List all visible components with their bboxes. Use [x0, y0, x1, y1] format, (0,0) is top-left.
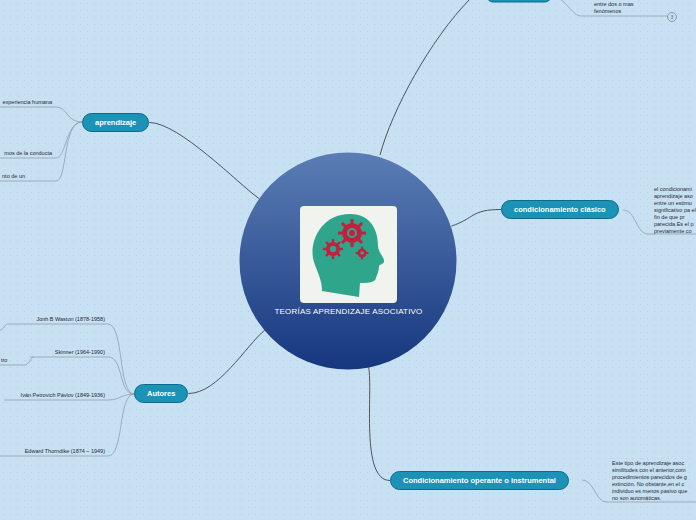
- central-topic: TEORÍAS APRENDIZAJE ASOCIATIVO: [240, 152, 457, 369]
- leaf-text: entre dos o mas fenómenos: [594, 1, 638, 15]
- leaf-text: experiencia humana: [2, 99, 52, 106]
- leaf-text: el condicionami aprendizaje aso entre un…: [654, 186, 696, 235]
- branch-text: Autores: [147, 389, 175, 398]
- leaf-text: nto de un: [2, 173, 25, 180]
- branch-connector: [188, 330, 265, 394]
- leaf-text: tro: [1, 357, 7, 364]
- branch-pill: condicionamiento clásico: [501, 200, 619, 219]
- leaf-text: Iván Petrovich Pávlov (1849-1936): [21, 392, 105, 399]
- branch-text: aprendizaje: [95, 118, 136, 127]
- topic-title: TEORÍAS APRENDIZAJE ASOCIATIVO: [240, 307, 457, 316]
- leaf-text: Jonh B Waston (1878-1958): [36, 316, 105, 323]
- branch-connector: [369, 367, 390, 480]
- branch-pill: aprendizaje: [82, 113, 149, 132]
- leaf-text: Edward Thorndike (1874 – 1949): [25, 448, 105, 455]
- callout-number: 3: [667, 12, 677, 22]
- branch-text: Condicionamiento operante o instrumental: [403, 476, 556, 485]
- branch-connector: [149, 123, 259, 199]
- branch-connector: [451, 210, 501, 227]
- branch-pill: Condicionamiento operante o instrumental: [390, 471, 569, 490]
- leaf-text: mos de la conducta: [4, 150, 52, 157]
- branch-text: condicionamiento clásico: [514, 205, 606, 214]
- leaf-text: Skinner (1964-1990): [55, 349, 105, 356]
- branch-pill: Autores: [134, 384, 188, 403]
- leaf-text: Este tipo de aprendizaje asoc similitude…: [612, 460, 694, 502]
